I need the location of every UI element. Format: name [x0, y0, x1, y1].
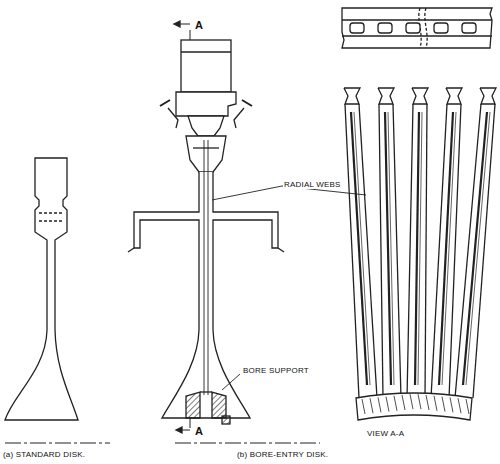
web-edge — [393, 104, 401, 398]
dovetail — [480, 88, 496, 104]
bore-texture — [442, 397, 445, 412]
bore-texture — [394, 396, 397, 411]
radial-web — [388, 112, 394, 385]
bore-texture — [370, 398, 373, 413]
section-marker: A — [194, 20, 204, 31]
radial-web — [418, 112, 422, 385]
radial-web — [351, 112, 367, 385]
bore-texture — [466, 399, 469, 414]
slot — [350, 23, 364, 33]
radial-web — [354, 112, 370, 385]
part-label: RADIAL WEBS — [283, 181, 342, 189]
view-aa-bore — [356, 393, 472, 420]
section-marker: A — [194, 426, 204, 437]
radial-web — [442, 112, 456, 385]
bore-texture — [410, 394, 413, 409]
standard-disk — [5, 158, 110, 443]
bore-entry-disk — [128, 21, 320, 443]
web-edge — [345, 104, 359, 398]
slot — [406, 23, 420, 33]
dovetail — [378, 88, 394, 104]
bore-texture — [450, 397, 453, 412]
web-edge — [407, 104, 413, 398]
web-edge — [425, 104, 427, 398]
web-edge — [455, 104, 481, 398]
bore-texture — [426, 395, 429, 410]
bore-texture — [362, 399, 365, 414]
slot — [434, 23, 448, 33]
bore-texture — [458, 398, 461, 413]
figure-caption: (a) STANDARD DISK. — [2, 451, 86, 459]
figure-caption: (b) BORE-ENTRY DISK. — [236, 451, 329, 459]
radial-web — [466, 112, 490, 385]
bore-texture — [402, 395, 405, 410]
bore-texture — [378, 397, 381, 412]
radial-web — [439, 112, 453, 385]
web-edge — [379, 104, 383, 398]
web-edge — [431, 104, 447, 398]
radial-web — [463, 112, 487, 385]
radial-web — [385, 112, 391, 385]
view-aa-strip — [342, 8, 492, 48]
bore-texture — [434, 396, 437, 411]
slot — [378, 23, 392, 33]
leader-line — [212, 186, 282, 200]
bore-texture — [386, 397, 389, 412]
view-label: VIEW A-A — [366, 430, 405, 438]
part-label: BORE SUPPORT — [242, 367, 310, 375]
dovetail — [412, 88, 428, 104]
leader-line — [222, 374, 240, 390]
dovetail — [344, 88, 360, 104]
bore-texture — [418, 394, 421, 409]
slot — [462, 23, 476, 33]
dovetail — [446, 88, 462, 104]
bore-support — [186, 392, 230, 424]
